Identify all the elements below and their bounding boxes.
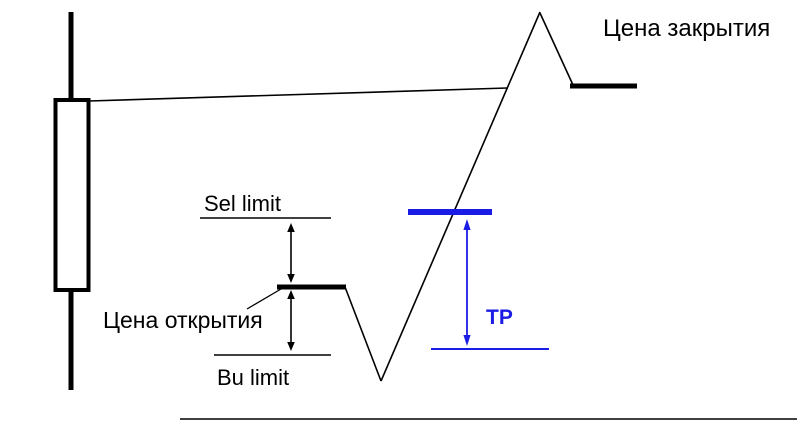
take-profit-label: TP (486, 306, 513, 329)
v-bottom-left-line (344, 286, 382, 382)
sell-limit-label: Sel limit (204, 191, 282, 216)
candle-body (53, 98, 91, 292)
open-price-label: Цена открытия (103, 307, 263, 333)
buy-limit-label: Bu limit (217, 365, 290, 390)
sell-limit-arrowhead-down (287, 274, 295, 283)
sell-limit-arrowhead-up (287, 223, 295, 232)
peak-right-line (539, 12, 574, 86)
tp-arrowhead-down (463, 335, 471, 346)
close-price-label: Цена закрытия (603, 15, 771, 42)
entry-price-line (88, 87, 508, 102)
open-price-leader-line (246, 288, 282, 310)
tp-arrowhead-up (463, 219, 471, 230)
buy-limit-arrowhead-up (287, 290, 295, 299)
buy-limit-arrowhead-down (287, 342, 295, 351)
rising-diagonal-line (380, 11, 541, 382)
